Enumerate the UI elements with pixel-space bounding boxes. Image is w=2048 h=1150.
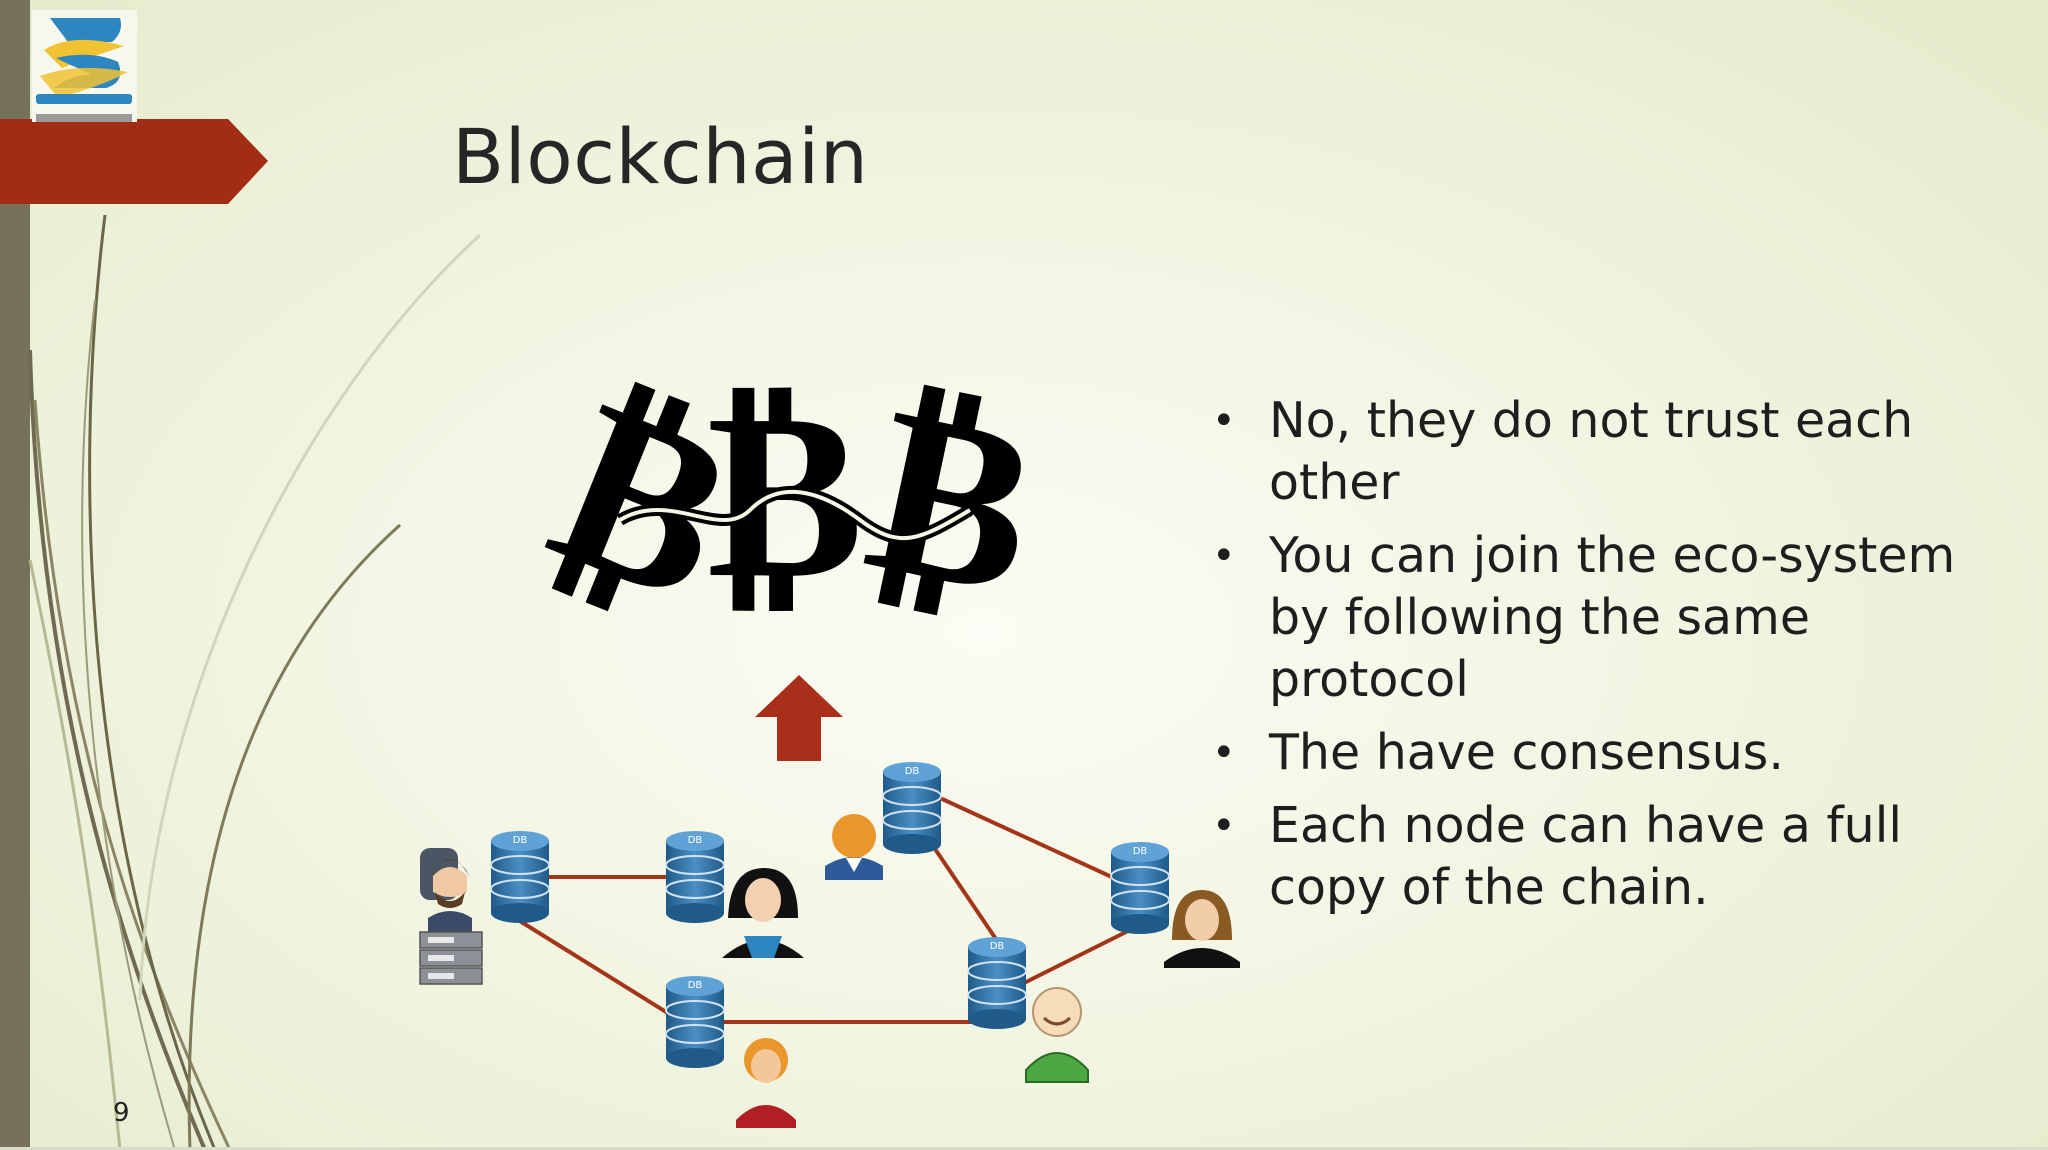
bullet-item: Each node can have a full copy of the ch… — [1212, 795, 2012, 919]
database-icon: DB — [1110, 841, 1170, 935]
svg-text:DB: DB — [513, 835, 528, 846]
database-icon: DB — [967, 936, 1027, 1030]
bullet-item: No, they do not trust each other — [1212, 390, 2012, 514]
person-icon — [722, 868, 804, 958]
bullet-list: No, they do not trust each other You can… — [1212, 390, 2012, 930]
svg-text:DB: DB — [688, 980, 703, 991]
database-icon: DB — [882, 761, 942, 855]
svg-text:DB: DB — [1133, 846, 1148, 857]
title-arrow-decoration — [0, 119, 268, 204]
bullet-item: You can join the eco-system by following… — [1212, 525, 2012, 711]
page-number: 9 — [113, 1098, 130, 1128]
bitcoin-symbols-illustration: ₿ ₿ ₿ — [520, 370, 1058, 650]
person-icon — [736, 1038, 796, 1128]
bullet-item: The have consensus. — [1212, 722, 2012, 784]
slide-title: Blockchain — [452, 112, 869, 201]
person-icon — [825, 814, 883, 880]
server-icon — [419, 931, 483, 985]
logo — [32, 10, 137, 122]
bitcoin-symbol-icon: ₿ — [848, 370, 1058, 650]
database-icon: DB — [665, 830, 725, 924]
svg-text:DB: DB — [905, 766, 920, 777]
up-arrow-icon — [755, 675, 843, 761]
svg-text:DB: DB — [688, 835, 703, 846]
decorative-swooshes — [28, 214, 482, 1150]
network-connections — [513, 796, 1141, 1032]
svg-text:DB: DB — [990, 941, 1005, 952]
blockchain-network-diagram: DB DB DB DB DB DB — [419, 761, 1240, 1128]
database-icon: DB — [490, 830, 550, 924]
svg-text:₿: ₿ — [848, 370, 1058, 650]
bottom-divider — [0, 1147, 2048, 1150]
database-icon: DB — [665, 975, 725, 1069]
person-icon — [420, 848, 472, 935]
person-icon — [1025, 987, 1089, 1083]
